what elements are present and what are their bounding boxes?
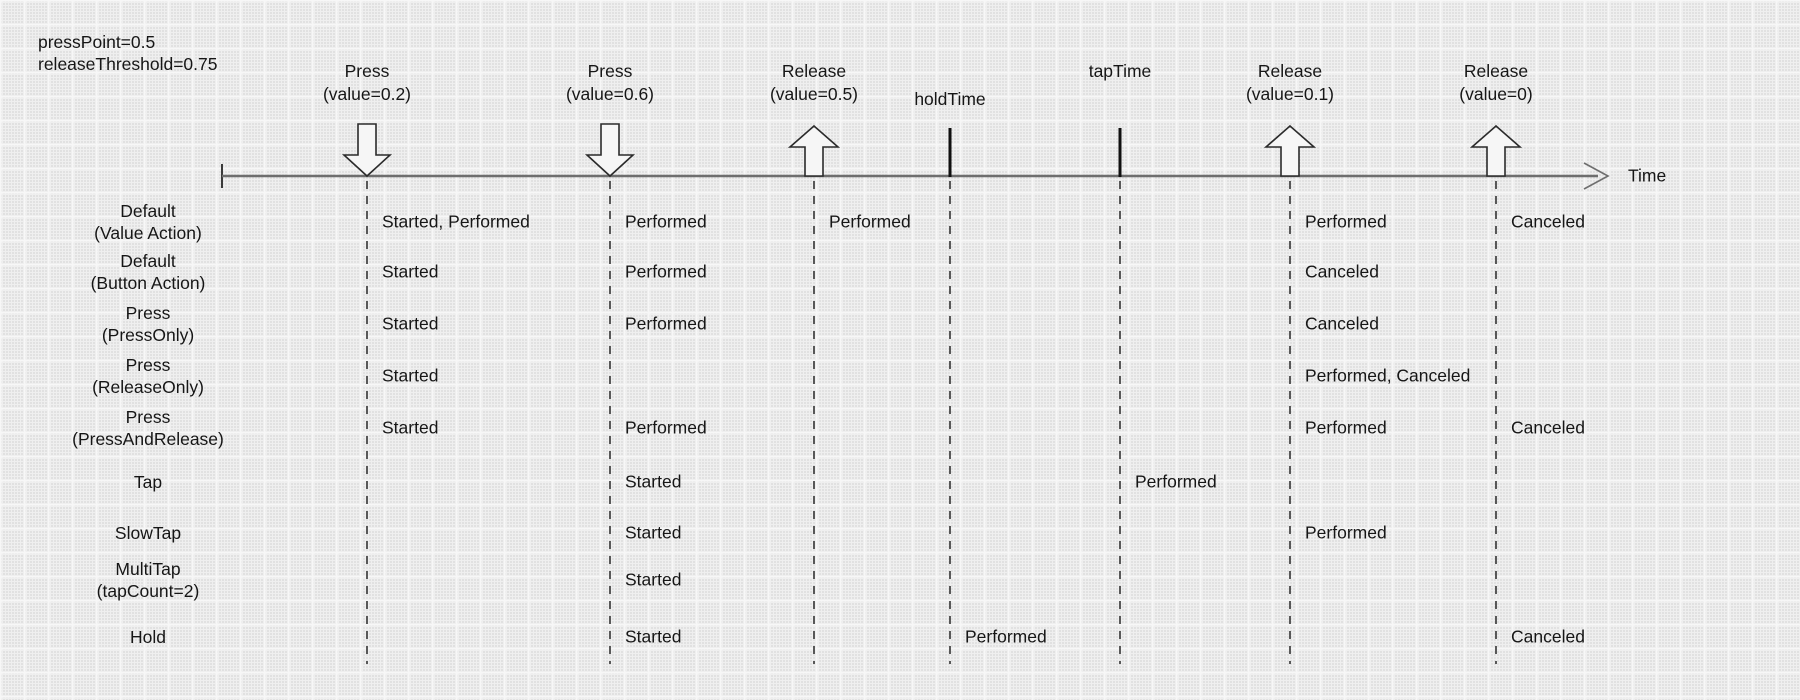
event-label-line: Press	[344, 61, 390, 81]
row-label-tap: Tap	[40, 471, 256, 493]
phase-cell: Started, Performed	[382, 211, 530, 232]
row-label-press-press-and-release: Press(PressAndRelease)	[40, 406, 256, 450]
event-label-line: (value=0.1)	[1245, 84, 1335, 104]
phase-cell: Performed	[625, 211, 707, 232]
phase-cell: Canceled	[1305, 313, 1379, 334]
row-label-slow-tap: SlowTap	[40, 522, 256, 544]
row-label-line: (PressOnly)	[101, 325, 195, 345]
event-label-line: holdTime	[914, 89, 986, 109]
row-label-line: (Value Action)	[94, 223, 202, 243]
row-label-default-value-action: Default(Value Action)	[40, 200, 256, 244]
phase-cell: Started	[382, 417, 439, 438]
row-label-line: Hold	[130, 627, 166, 647]
event-label-line: tapTime	[1088, 61, 1152, 81]
event-label-press2: Press (value=0.6)	[490, 60, 730, 106]
time-axis-arrowhead-icon	[1583, 162, 1610, 190]
phase-cell: Canceled	[1511, 211, 1585, 232]
phase-cell: Performed	[965, 626, 1047, 647]
row-label-line: Press	[125, 355, 171, 375]
phase-cell: Performed	[625, 313, 707, 334]
event-label-press1: Press (value=0.2)	[247, 60, 487, 106]
phase-cell: Performed	[1135, 471, 1217, 492]
event-label-line: (value=0.2)	[322, 84, 412, 104]
phase-cell: Canceled	[1511, 626, 1585, 647]
row-label-multi-tap: MultiTap(tapCount=2)	[40, 558, 256, 602]
phase-cell: Performed	[625, 417, 707, 438]
event-label-line: Release	[781, 61, 847, 81]
event-label-line: Release	[1463, 61, 1529, 81]
row-label-line: Default	[120, 201, 176, 221]
event-label-line: Release	[1257, 61, 1323, 81]
parameters-note: pressPoint=0.5 releaseThreshold=0.75	[38, 31, 218, 75]
phase-cell: Performed	[829, 211, 911, 232]
event-label-line: Press	[587, 61, 633, 81]
phase-cell: Started	[625, 569, 682, 590]
event-label-line: (value=0.5)	[769, 84, 859, 104]
phase-cell: Started	[382, 365, 439, 386]
phase-cell: Canceled	[1305, 261, 1379, 282]
row-label-line: Tap	[133, 472, 163, 492]
event-label-holdTime: holdTime	[830, 88, 1070, 111]
phase-cell: Started	[382, 261, 439, 282]
row-label-press-press-only: Press(PressOnly)	[40, 302, 256, 346]
release-threshold-param: releaseThreshold=0.75	[38, 54, 218, 74]
phase-cell: Performed	[625, 261, 707, 282]
event-label-release2: Release (value=0.1)	[1170, 60, 1410, 106]
event-label-line: (value=0.6)	[565, 84, 655, 104]
event-label-release1: Release (value=0.5)	[694, 60, 934, 106]
phase-cell: Performed	[1305, 211, 1387, 232]
row-label-line: MultiTap	[115, 559, 181, 579]
phase-cell: Canceled	[1511, 417, 1585, 438]
time-axis-label: Time	[1628, 165, 1667, 186]
phase-cell: Started	[625, 626, 682, 647]
event-label-release3: Release (value=0)	[1376, 60, 1616, 106]
phase-cell: Performed	[1305, 417, 1387, 438]
phase-cell: Started	[625, 522, 682, 543]
phase-cell: Started	[625, 471, 682, 492]
press-arrow-down-icon	[341, 123, 393, 178]
phase-cell: Performed	[1305, 522, 1387, 543]
release-arrow-up-icon	[1263, 124, 1317, 177]
row-label-line: SlowTap	[114, 523, 182, 543]
row-label-line: (tapCount=2)	[96, 581, 200, 601]
row-label-default-button-action: Default(Button Action)	[40, 250, 256, 294]
press-point-param: pressPoint=0.5	[38, 32, 156, 52]
event-label-tapTime: tapTime	[1000, 60, 1240, 83]
press-arrow-down-icon	[584, 123, 636, 178]
phase-cell: Started	[382, 313, 439, 334]
row-label-line: (ReleaseOnly)	[92, 377, 204, 397]
row-label-line: (PressAndRelease)	[72, 429, 224, 449]
release-arrow-up-icon	[787, 124, 841, 177]
row-label-line: Press	[125, 407, 171, 427]
event-label-line: (value=0)	[1459, 84, 1533, 104]
phase-cell: Performed, Canceled	[1305, 365, 1471, 386]
row-label-press-release-only: Press(ReleaseOnly)	[40, 354, 256, 398]
row-label-line: Default	[120, 251, 176, 271]
row-label-line: (Button Action)	[90, 273, 206, 293]
row-label-line: Press	[125, 303, 171, 323]
row-label-hold: Hold	[40, 626, 256, 648]
release-arrow-up-icon	[1469, 124, 1523, 177]
